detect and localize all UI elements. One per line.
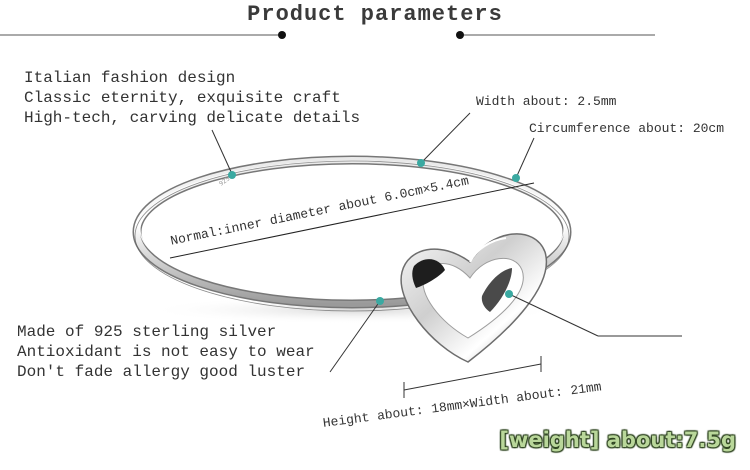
- marker-dots: [228, 159, 520, 305]
- page-title: Product parameters: [247, 2, 503, 27]
- circumference-spec: Circumference about: 20cm: [529, 121, 725, 136]
- weight-spec: [weight] about:7.5g: [499, 428, 736, 452]
- feature-line: Italian fashion design: [24, 69, 236, 87]
- feature-line: Antioxidant is not easy to wear: [17, 343, 315, 361]
- features-top: Italian fashion design Classic eternity,…: [24, 68, 360, 128]
- feature-line: Classic eternity, exquisite craft: [24, 89, 341, 107]
- features-bottom: Made of 925 sterling silver Antioxidant …: [17, 322, 315, 382]
- width-spec: Width about: 2.5mm: [476, 94, 617, 109]
- feature-line: Made of 925 sterling silver: [17, 323, 277, 341]
- heart-pendant: [400, 233, 548, 363]
- leader-lines: [211, 112, 682, 398]
- bangle-ring: [132, 155, 572, 312]
- feature-line: High-tech, carving delicate details: [24, 109, 361, 127]
- feature-line: Don't fade allergy good luster: [17, 363, 306, 381]
- inner-diameter-line: [169, 182, 535, 259]
- header-rule: [0, 31, 655, 39]
